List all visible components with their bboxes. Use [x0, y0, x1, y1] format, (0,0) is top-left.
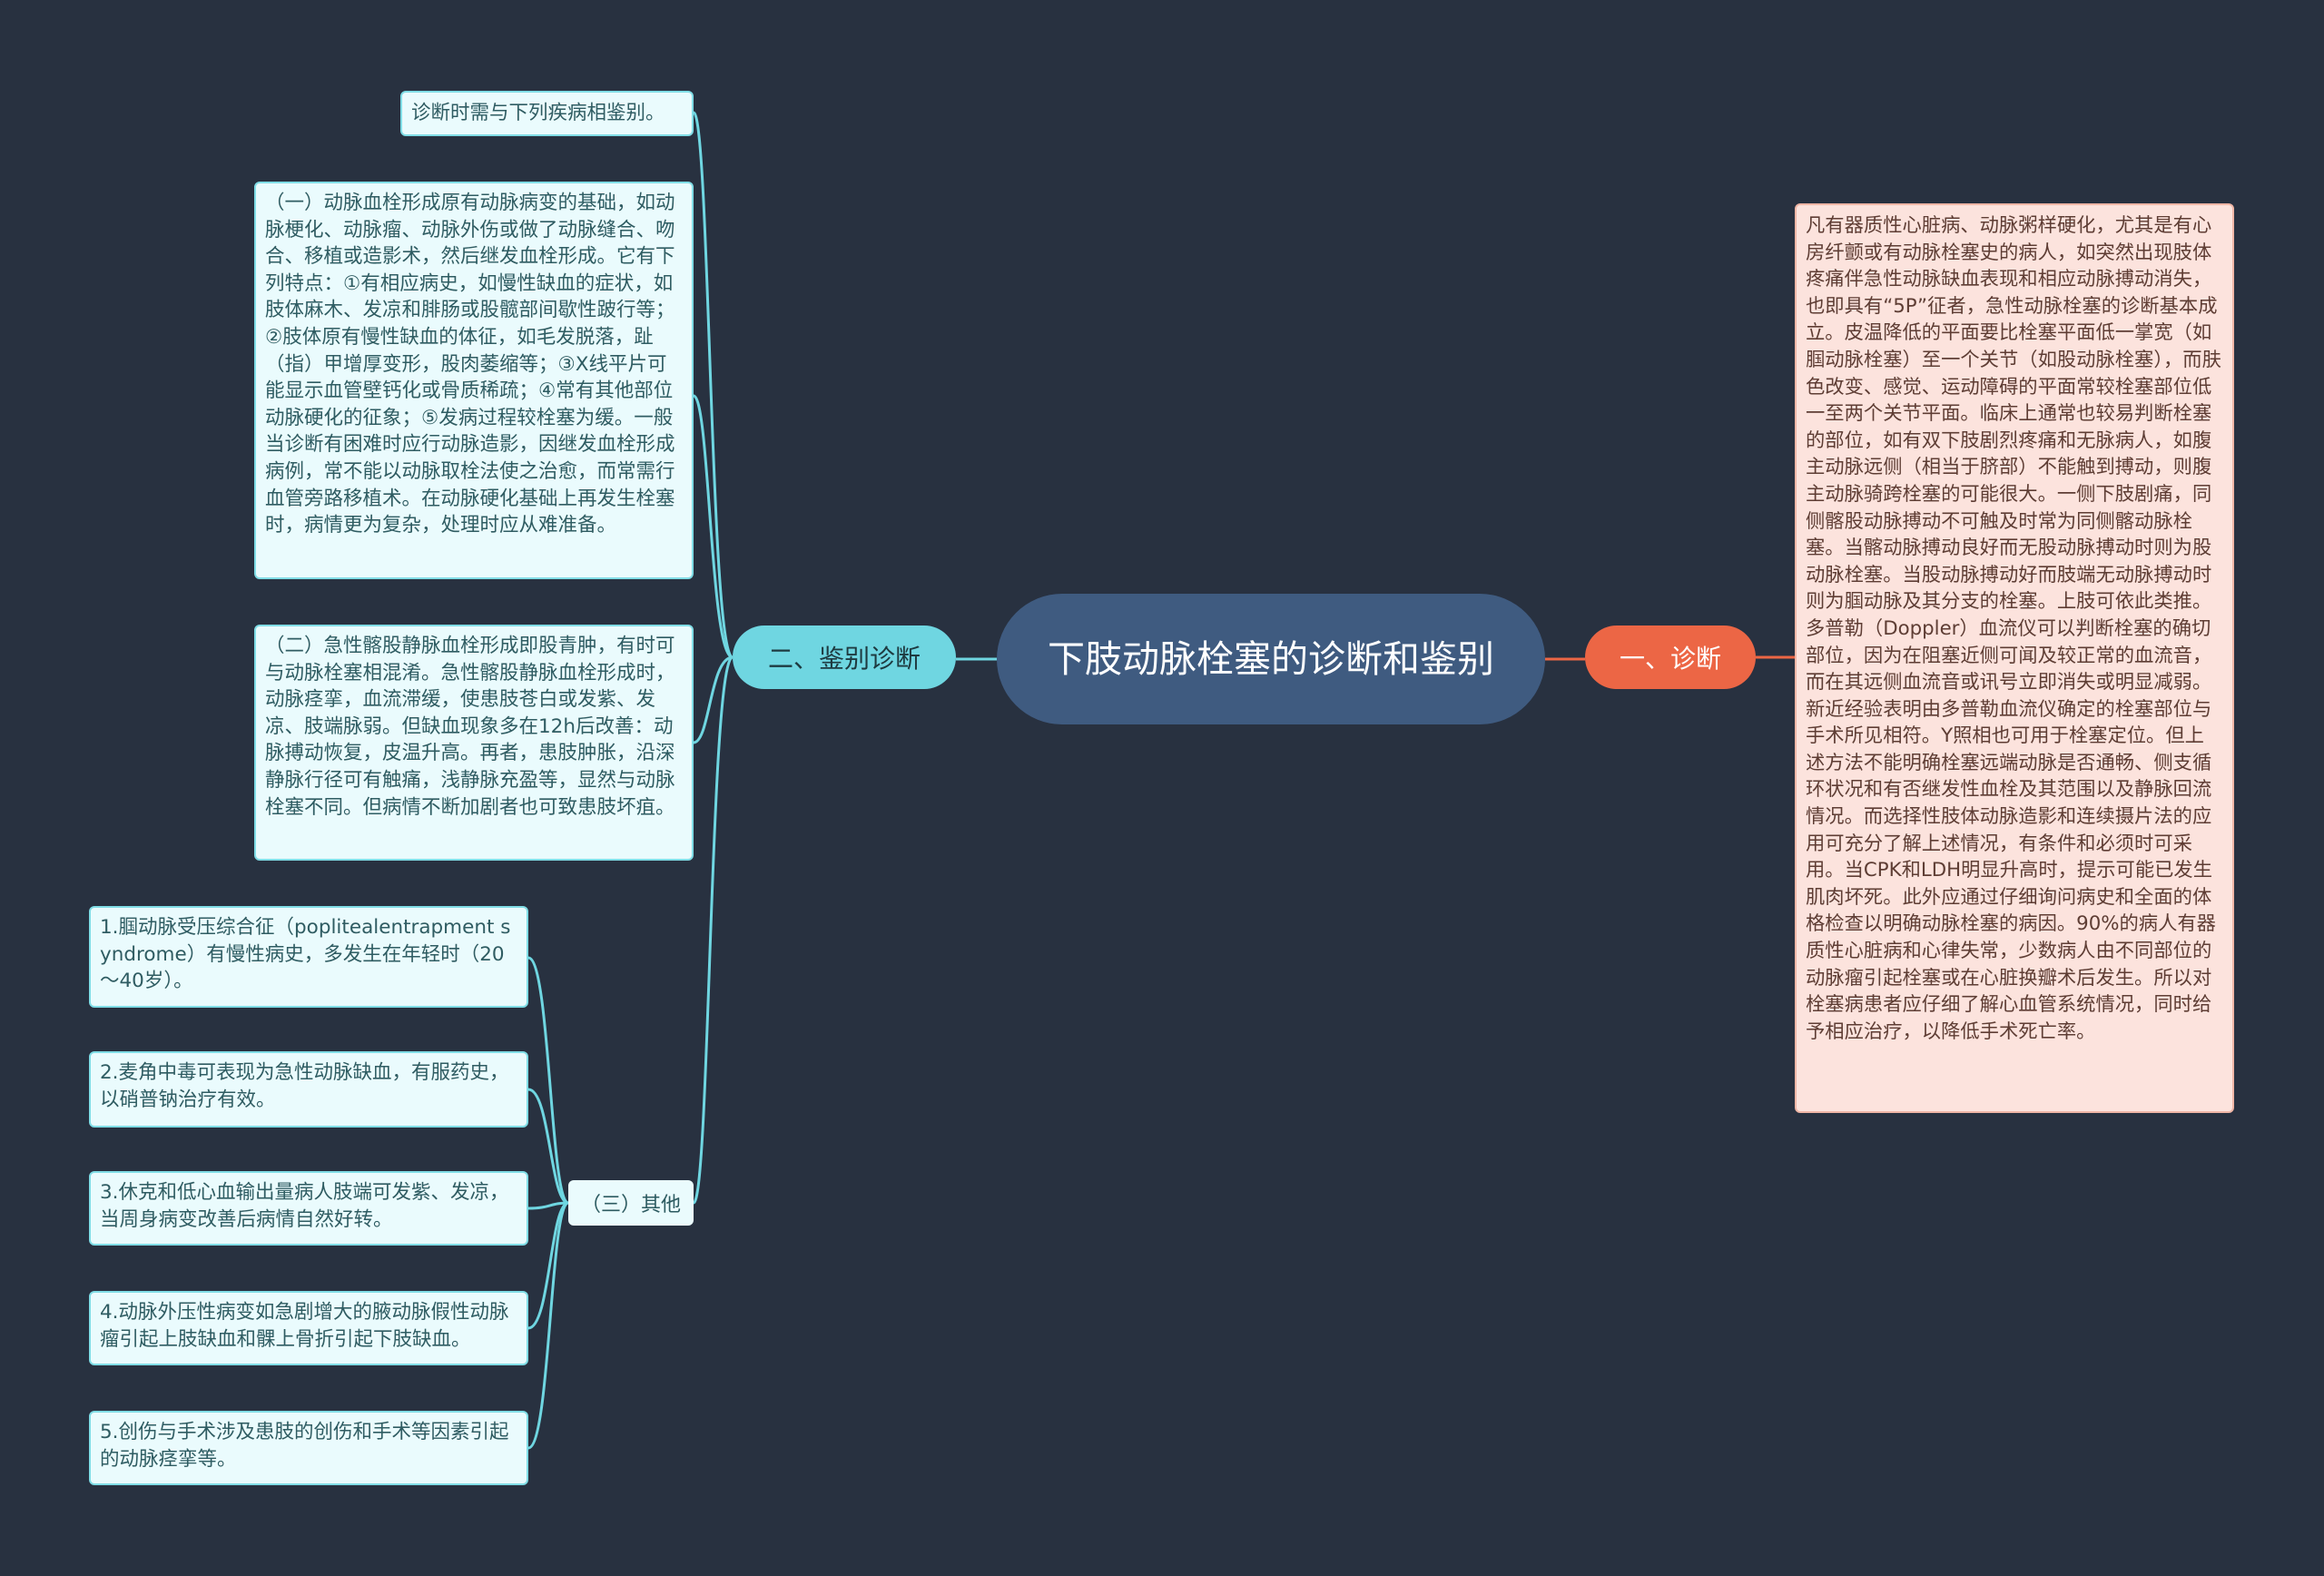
other-item-2[interactable]: 2.麦角中毒可表现为急性动脉缺血，有服药史，以硝普钠治疗有效。 [89, 1051, 528, 1128]
other-item-4-text: 4.动脉外压性病变如急剧增大的腋动脉假性动脉瘤引起上肢缺血和髁上骨折引起下肢缺血… [100, 1301, 509, 1351]
differential-item1-text: （一）动脉血栓形成原有动脉病变的基础，如动脉梗化、动脉瘤、动脉外伤或做了动脉缝合… [265, 192, 675, 537]
differential-intro[interactable]: 诊断时需与下列疾病相鉴别。 [400, 91, 694, 136]
root-topic[interactable]: 下肢动脉栓塞的诊断和鉴别 [997, 594, 1545, 724]
diagnosis-detail-text[interactable]: 凡有器质性心脏病、动脉粥样硬化，尤其是有心房纤颤或有动脉栓塞史的病人，如突然出现… [1795, 203, 2234, 1113]
other-item-4[interactable]: 4.动脉外压性病变如急剧增大的腋动脉假性动脉瘤引起上肢缺血和髁上骨折引起下肢缺血… [89, 1291, 528, 1365]
branch-differential-diagnosis[interactable]: 二、鉴别诊断 [733, 625, 956, 689]
diagnosis-detail-content: 凡有器质性心脏病、动脉粥样硬化，尤其是有心房纤颤或有动脉栓塞史的病人，如突然出现… [1806, 214, 2221, 1043]
branch-diagnosis-label: 一、诊断 [1619, 644, 1721, 674]
link-differential-intro [692, 111, 734, 659]
link-other-item-2 [527, 1088, 569, 1205]
link-other-item-3 [527, 1201, 569, 1210]
other-item-1[interactable]: 1.腘动脉受压综合征（poplitealentrapment syndrome）… [89, 906, 528, 1008]
branch-differential-label: 二、鉴别诊断 [767, 644, 921, 674]
differential-intro-text: 诊断时需与下列疾病相鉴别。 [411, 102, 665, 125]
link-differential-other [692, 655, 734, 1205]
other-item-3[interactable]: 3.休克和低心血输出量病人肢端可发紫、发凉，当周身病变改善后病情自然好转。 [89, 1171, 528, 1246]
other-item-3-text: 3.休克和低心血输出量病人肢端可发紫、发凉，当周身病变改善后病情自然好转。 [100, 1181, 509, 1231]
link-differential-item2 [693, 655, 734, 744]
link-other-item-5 [527, 1201, 570, 1450]
other-item-5[interactable]: 5.创伤与手术涉及患肢的创伤和手术等因素引起的动脉痉挛等。 [89, 1411, 528, 1485]
other-item-5-text: 5.创伤与手术涉及患肢的创伤和手术等因素引起的动脉痉挛等。 [100, 1421, 509, 1471]
differential-item-arterial-thrombosis[interactable]: （一）动脉血栓形成原有动脉病变的基础，如动脉梗化、动脉瘤、动脉外伤或做了动脉缝合… [254, 182, 694, 579]
branch-diagnosis[interactable]: 一、诊断 [1585, 625, 1756, 689]
differential-other-label: （三）其他 [580, 1194, 681, 1216]
link-other-item-4 [527, 1201, 569, 1330]
link-differential-item1 [692, 394, 734, 659]
other-item-2-text: 2.麦角中毒可表现为急性动脉缺血，有服药史，以硝普钠治疗有效。 [100, 1061, 509, 1111]
differential-item-venous-thrombosis[interactable]: （二）急性髂股静脉血栓形成即股青肿，有时可与动脉栓塞相混淆。急性髂股静脉血栓形成… [254, 625, 694, 861]
root-topic-label: 下肢动脉栓塞的诊断和鉴别 [1048, 637, 1494, 681]
other-item-1-text: 1.腘动脉受压综合征（poplitealentrapment syndrome）… [100, 916, 511, 993]
differential-other[interactable]: （三）其他 [568, 1180, 694, 1226]
link-other-item-1 [527, 956, 570, 1205]
differential-item2-text: （二）急性髂股静脉血栓形成即股青肿，有时可与动脉栓塞相混淆。急性髂股静脉血栓形成… [265, 635, 675, 819]
